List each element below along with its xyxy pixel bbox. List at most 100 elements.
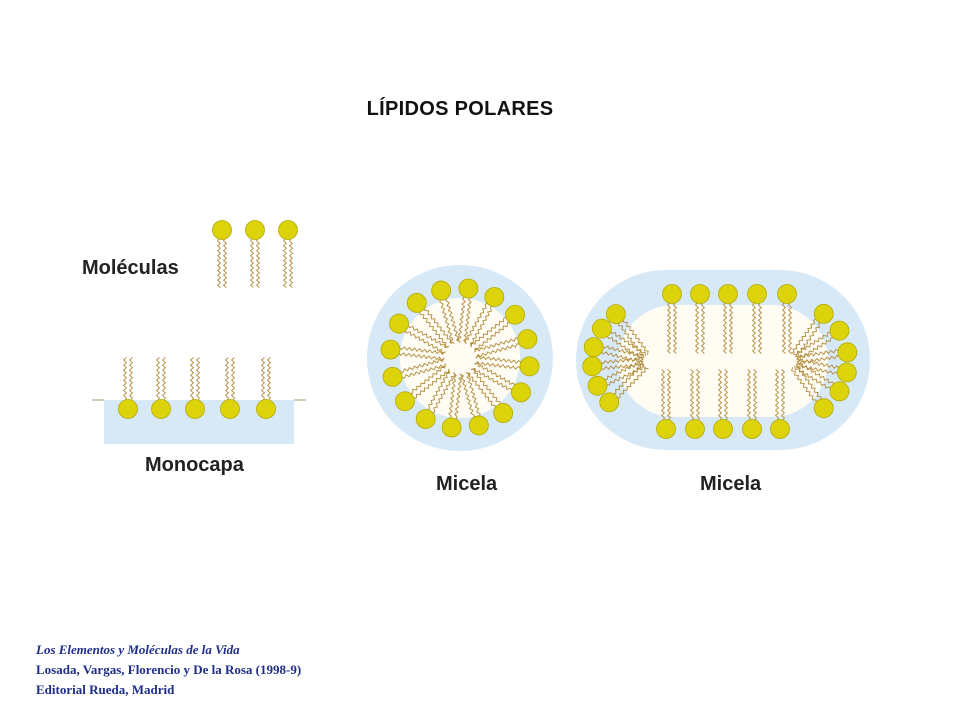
lipid-head [582, 356, 603, 377]
lipid-tail [474, 321, 511, 352]
lipid-head [583, 337, 604, 358]
monolayer-lipid [220, 357, 240, 419]
lipid-head [599, 392, 620, 413]
lipid-tail [155, 357, 161, 401]
lipid-head [656, 419, 676, 439]
lipid-tail [255, 238, 261, 288]
lipid-tail [774, 369, 780, 421]
lipid-tail [666, 369, 672, 421]
lipid-tail [474, 361, 521, 370]
lipid-tail [249, 238, 255, 288]
lipid-tail [796, 357, 840, 369]
lipid-tail [459, 373, 475, 419]
lipid-tail [787, 302, 793, 354]
lipid-tail [230, 357, 236, 401]
lipid-tail [795, 349, 839, 359]
lipid-tail [723, 369, 729, 421]
monolayer-lipid [185, 357, 205, 419]
micelle-elongated-lipid [582, 356, 645, 377]
lipid-tail [432, 372, 456, 414]
lipid-head [220, 399, 240, 419]
label-micelle-elongated: Micela [700, 473, 762, 495]
micelle-round-lipid [406, 293, 454, 348]
micelle-round-lipid [415, 369, 456, 429]
lipid-tail [795, 363, 839, 375]
lipid-tail [470, 368, 501, 405]
micelle-elongated-lipid [795, 357, 857, 383]
lipid-head [742, 419, 762, 439]
lipid-tail [695, 369, 701, 421]
lipid-molecules [118, 220, 858, 439]
lipid-tail [790, 318, 817, 354]
lipid-tail [457, 296, 466, 343]
lipid-head [836, 362, 857, 383]
lipid-tail [470, 317, 507, 348]
lipid-head [256, 399, 276, 419]
lipid-tail [423, 307, 454, 344]
lipid-head [517, 329, 538, 350]
micelle-round-lipid [380, 339, 446, 361]
lipid-tail [471, 367, 513, 392]
lipid-head [685, 419, 705, 439]
lipid-tail [791, 367, 817, 404]
lipid-head [493, 403, 514, 423]
lipid-head [278, 220, 298, 240]
lipid-head [605, 304, 626, 325]
monolayer-lipid [151, 357, 171, 419]
lipid-tail [398, 352, 445, 361]
lipid-head [185, 399, 205, 419]
micelle-elongated-lipid [713, 369, 733, 439]
lipid-tail [161, 357, 167, 401]
lipid-head [813, 303, 834, 324]
lipid-tail [401, 363, 446, 379]
lipid-tail [751, 302, 757, 354]
micelle-round-lipid [441, 372, 463, 438]
lipid-head [587, 375, 608, 396]
micelle-elongated-lipid [718, 284, 738, 354]
credits: Los Elementos y Moléculas de la Vida Los… [36, 640, 301, 700]
lipid-tail [474, 337, 519, 353]
lipid-tail [474, 362, 516, 386]
lipid-tail [617, 322, 644, 359]
lipid-tail [717, 369, 723, 421]
lipid-head [813, 398, 834, 419]
lipid-tail [128, 357, 134, 401]
lipid-tail [700, 302, 706, 354]
lipid-tail [796, 363, 822, 400]
micelle-elongated-lipid [770, 369, 790, 439]
lipid-tail [780, 369, 786, 421]
lipid-tail [475, 355, 522, 364]
micelle-round-lipid [459, 372, 489, 436]
micelle-round-lipid [457, 278, 479, 344]
lipid-tail [445, 297, 461, 343]
free-lipid-molecule [212, 220, 232, 288]
micelle-elongated-lipid [777, 284, 797, 354]
micelle-round-lipid [464, 287, 505, 347]
lipid-tail [672, 302, 678, 354]
micelle-elongated-lipid [591, 318, 646, 362]
micelle-elongated-core [618, 305, 828, 417]
lipid-head [505, 304, 525, 325]
lipid-tail [746, 369, 752, 421]
lipid-tail [606, 365, 647, 386]
lipid-head [380, 339, 401, 360]
lipid-head [118, 399, 138, 419]
micelle-round-lipid [382, 357, 446, 387]
lipid-tail [612, 363, 645, 395]
micelle-round-lipid [474, 329, 538, 359]
lipid-tail [606, 335, 643, 362]
lipid-head [662, 284, 682, 304]
micelle-elongated-lipid [583, 337, 645, 364]
lipid-head [468, 415, 489, 436]
micelle-elongated-lipid [747, 284, 767, 354]
lipid-tail [448, 372, 457, 419]
lipid-tail [464, 302, 488, 344]
micelle-elongated-lipid [605, 304, 649, 359]
lipid-tail [282, 238, 288, 288]
lipid-tail [409, 364, 446, 395]
lipid-tail [413, 368, 450, 399]
lipid-tail [260, 357, 266, 401]
micelle-elongated-lipid [795, 342, 858, 365]
label-molecules: Moléculas [82, 257, 179, 279]
